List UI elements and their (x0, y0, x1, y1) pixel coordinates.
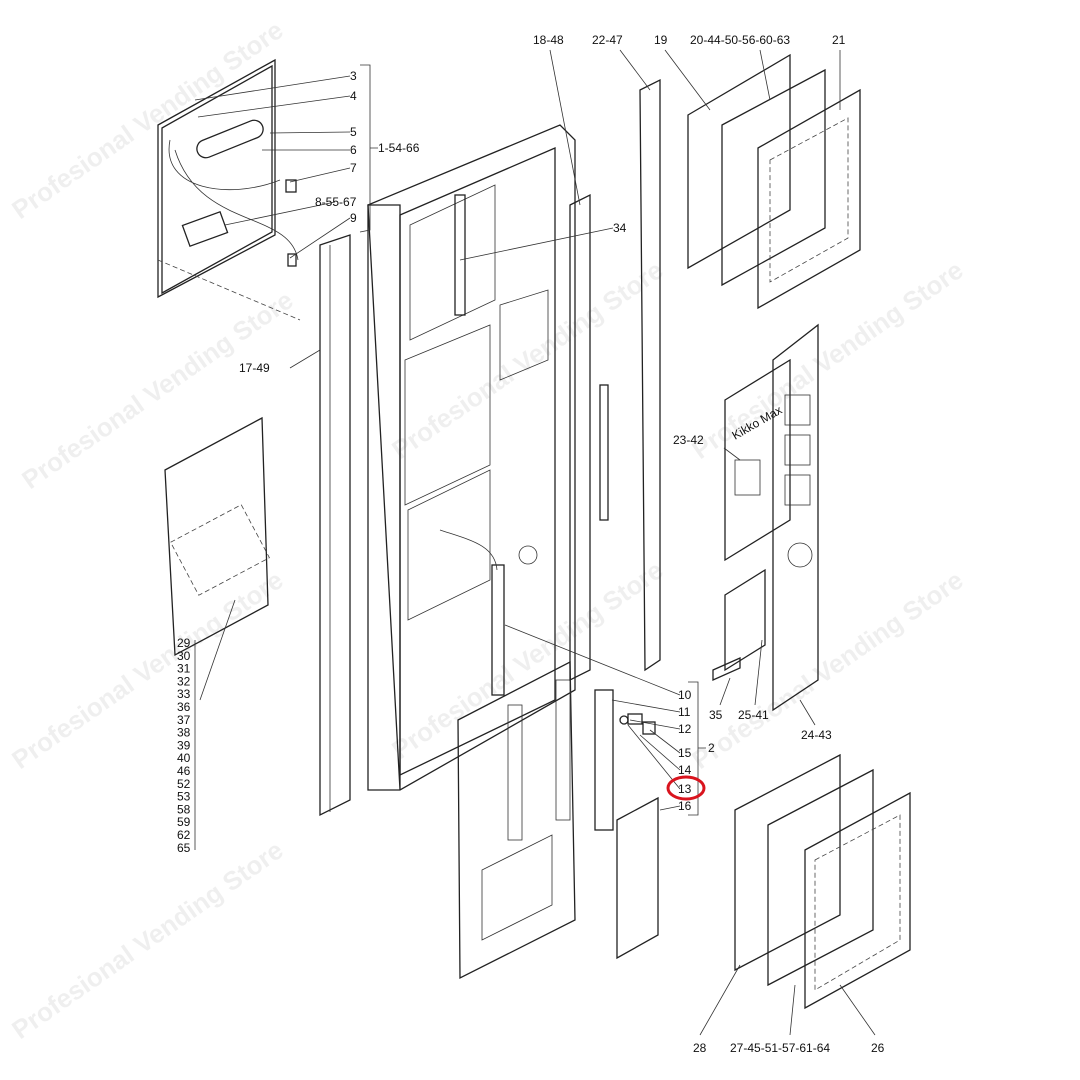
label-10: 10 (678, 688, 692, 702)
label-19: 19 (654, 33, 668, 47)
watermarks: Profesional Vending Store Profesional Ve… (6, 15, 968, 1045)
watermark: Profesional Vending Store (6, 565, 288, 775)
label-28: 28 (693, 1041, 707, 1055)
label-25-41: 25-41 (738, 708, 769, 722)
label-13: 13 (678, 782, 692, 796)
label-17-49: 17-49 (239, 361, 270, 375)
label-5: 5 (350, 125, 357, 139)
label-33: 33 (177, 687, 191, 701)
glass-21 (757, 88, 861, 310)
label-3: 3 (350, 69, 357, 83)
strip-22-47 (639, 78, 661, 672)
button-strip (594, 689, 614, 831)
glass-27 (767, 768, 874, 987)
watermark: Profesional Vending Store (686, 255, 968, 465)
watermark: Profesional Vending Store (16, 285, 298, 495)
strip-18-48 (569, 193, 591, 682)
label-18-48: 18-48 (533, 33, 564, 47)
callout-labels: 3 4 5 6 7 8-55-67 9 1-54-66 18-48 22-47 … (239, 33, 885, 1055)
label-4: 4 (350, 89, 357, 103)
watermark: Profesional Vending Store (686, 565, 968, 775)
label-40: 40 (177, 751, 191, 765)
label-53: 53 (177, 790, 191, 804)
watermark: Profesional Vending Store (386, 555, 668, 765)
label-16: 16 (678, 799, 692, 813)
label-1-54-66: 1-54-66 (378, 141, 420, 155)
cabinet-frame (367, 124, 576, 791)
watermark: Profesional Vending Store (6, 15, 288, 225)
label-38: 38 (177, 726, 191, 740)
glass-26 (804, 791, 911, 1010)
label-59: 59 (177, 815, 191, 829)
label-35: 35 (709, 708, 723, 722)
label-46: 46 (177, 764, 191, 778)
label-39: 39 (177, 738, 191, 752)
watermark: Profesional Vending Store (6, 835, 288, 1045)
leader-lines (194, 49, 876, 1036)
label-23-42: 23-42 (673, 433, 704, 447)
glass-20 (721, 68, 826, 287)
front-panel-24-43 (772, 323, 819, 712)
label-20-44-50-56-60-63: 20-44-50-56-60-63 (690, 33, 790, 47)
label-62: 62 (177, 828, 191, 842)
label-31: 31 (177, 662, 191, 676)
label-52: 52 (177, 777, 191, 791)
label-9: 9 (350, 211, 357, 225)
product-bag (164, 416, 269, 657)
label-36: 36 (177, 700, 191, 714)
label-37: 37 (177, 713, 191, 727)
label-panel-23-42 (724, 358, 791, 562)
label-29: 29 (177, 636, 191, 650)
label-2: 2 (708, 741, 715, 755)
label-22-47: 22-47 (592, 33, 623, 47)
highlight-circle (666, 775, 706, 801)
label-12: 12 (678, 722, 692, 736)
coin-insert-35 (712, 656, 741, 682)
label-6: 6 (350, 143, 357, 157)
label-21: 21 (832, 33, 846, 47)
label-8-55-67: 8-55-67 (315, 195, 357, 209)
label-14: 14 (678, 763, 692, 777)
label-24-43: 24-43 (801, 728, 832, 742)
label-26: 26 (871, 1041, 885, 1055)
label-32: 32 (177, 674, 191, 688)
label-15: 15 (678, 746, 692, 760)
side-profile-left (319, 234, 351, 817)
label-30: 30 (177, 649, 191, 663)
label-65: 65 (177, 841, 191, 855)
label-58: 58 (177, 802, 191, 816)
glass-28 (734, 753, 841, 972)
coin-panel-25-41 (724, 568, 766, 672)
front-door (457, 660, 576, 980)
label-7: 7 (350, 161, 357, 175)
selection-label (616, 796, 659, 960)
glass-19 (687, 53, 791, 270)
label-27-45-51-57-61-64: 27-45-51-57-61-64 (730, 1041, 830, 1055)
watermark: Profesional Vending Store (386, 255, 668, 465)
control-board-panel (157, 58, 299, 299)
label-34: 34 (613, 221, 627, 235)
label-11: 11 (678, 705, 691, 719)
